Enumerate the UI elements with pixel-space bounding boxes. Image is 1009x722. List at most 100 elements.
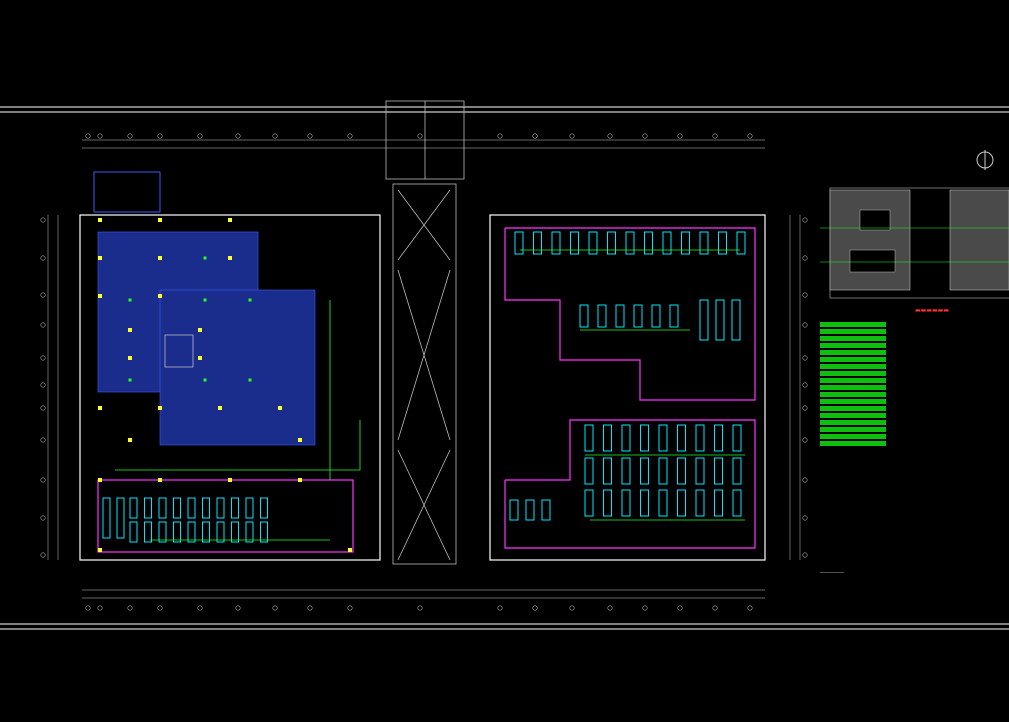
axis-bubble [747, 133, 753, 139]
parking-stall [588, 231, 598, 255]
axis-bubble [157, 133, 163, 139]
column-marker [228, 478, 232, 482]
axis-bubble [677, 133, 683, 139]
column-marker [198, 328, 202, 332]
axis-bubble [802, 552, 808, 558]
parking-stall [541, 499, 551, 521]
parking-stall [202, 521, 210, 543]
axis-bubble [127, 605, 133, 611]
pipe-routes [115, 249, 745, 541]
parking-stall [603, 424, 612, 452]
column-marker [158, 478, 162, 482]
parking-stall [570, 231, 579, 255]
parking-stall [231, 497, 239, 519]
parking-stall [245, 521, 254, 543]
parking-stall [651, 304, 661, 328]
parking-stall [699, 299, 709, 341]
parking-stall [158, 497, 167, 519]
parking-stall [699, 231, 709, 255]
parking-stall [640, 424, 649, 452]
parking-stall [231, 521, 239, 543]
parking-stall [669, 304, 679, 328]
column-marker [278, 406, 282, 410]
sheet-frame [0, 106, 1009, 630]
axis-bubble [712, 133, 718, 139]
parking-stall [731, 299, 741, 341]
axis-bubble [802, 292, 808, 298]
parking-stall [584, 457, 594, 485]
axis-bubble [532, 133, 538, 139]
parking-stall [662, 231, 672, 255]
axis-bubble [40, 477, 46, 483]
axis-bubble [569, 133, 575, 139]
column-marker [218, 406, 222, 410]
left-building [79, 171, 381, 561]
column-marker [128, 356, 132, 360]
parking-stall [603, 457, 612, 485]
axis-bubble [607, 605, 613, 611]
axis-bubble [802, 217, 808, 223]
parking-stall [621, 424, 631, 452]
column-marker [98, 548, 102, 552]
parking-stall [677, 457, 686, 485]
axis-bubble [802, 382, 808, 388]
sprinkler-marker [128, 298, 132, 302]
parking-stall [144, 497, 152, 519]
dimension-lines [47, 139, 801, 599]
column-marker [98, 478, 102, 482]
parking-stall [625, 231, 635, 255]
axis-bubble [40, 322, 46, 328]
parking-stall [245, 497, 254, 519]
axis-bubble [802, 255, 808, 261]
parking-stall [187, 497, 196, 519]
axis-bubble [417, 605, 423, 611]
parking-stall [260, 521, 268, 543]
column-marker [228, 218, 232, 222]
parking-stall [260, 497, 268, 519]
axis-bubble [802, 405, 808, 411]
column-marker [98, 218, 102, 222]
column-marker [128, 438, 132, 442]
axis-bubble [197, 133, 203, 139]
sprinkler-marker [248, 378, 252, 382]
axis-bubble [40, 355, 46, 361]
axis-bubble [235, 133, 241, 139]
parking-stall [584, 489, 594, 517]
parking-stall [509, 499, 519, 521]
parking-stall [658, 457, 668, 485]
parking-stall [533, 231, 542, 255]
column-marker [298, 438, 302, 442]
parking-stall [621, 457, 631, 485]
axis-bubble [497, 133, 503, 139]
parking-stall [677, 489, 686, 517]
axis-bubble [97, 605, 103, 611]
sprinkler-marker [203, 256, 207, 260]
column-marker [128, 328, 132, 332]
axis-bubble [40, 437, 46, 443]
parking-stall [681, 231, 690, 255]
drawing-title-underline: ────────── [820, 570, 845, 575]
parking-stall [607, 231, 616, 255]
parking-stall [202, 497, 210, 519]
parking-stall [732, 489, 742, 517]
axis-bubble [40, 405, 46, 411]
parking-stall [621, 489, 631, 517]
axis-bubble [642, 605, 648, 611]
column-marker [158, 218, 162, 222]
inset-detail-plan [820, 187, 1009, 299]
axis-bubble [569, 605, 575, 611]
parking-stall [633, 304, 643, 328]
axis-bubble [417, 133, 423, 139]
parking-stall [695, 489, 705, 517]
sprinkler-marker [203, 378, 207, 382]
axis-bubble [272, 133, 278, 139]
parking-stall [158, 521, 167, 543]
axis-bubble [85, 605, 91, 611]
parking-stall [644, 231, 653, 255]
axis-bubble [40, 382, 46, 388]
parking-stall [640, 489, 649, 517]
ramp-structure [385, 100, 465, 565]
design-notes-block [820, 322, 886, 448]
parking-stall [551, 231, 561, 255]
